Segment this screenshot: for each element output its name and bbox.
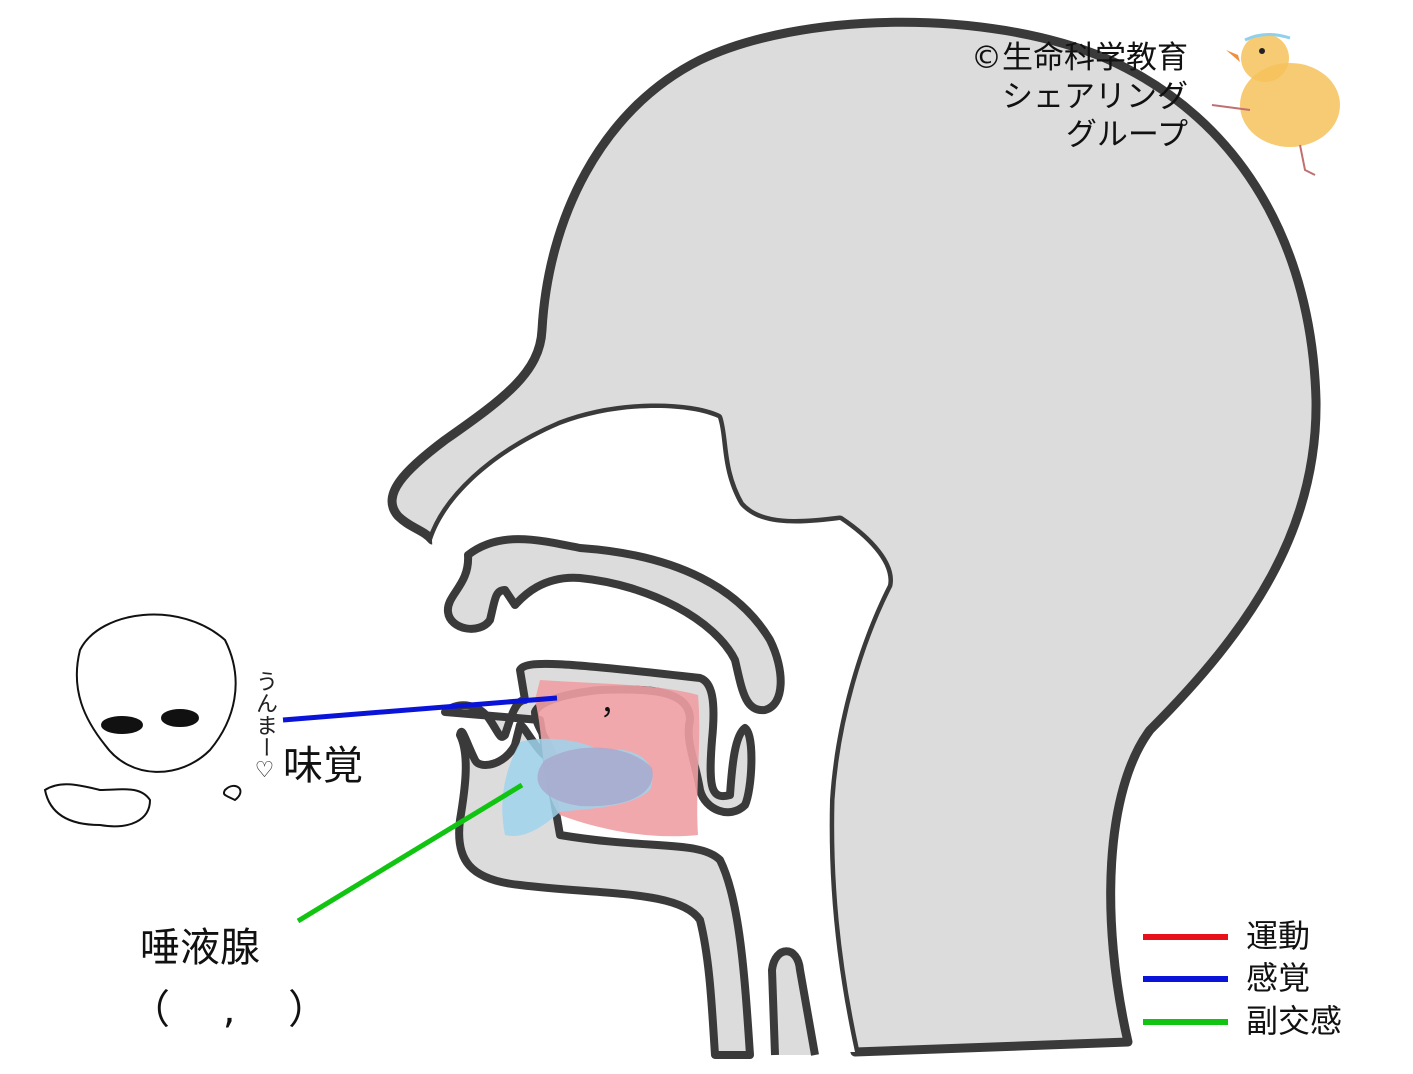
tongue-answer-mark: ， xyxy=(600,687,630,722)
copyright-line-2: シェアリング xyxy=(1002,79,1188,115)
salivary-gland-label: 唾液腺 xyxy=(140,925,260,971)
palate xyxy=(443,535,785,715)
chick-illustration xyxy=(1211,33,1340,176)
legend-parasympathetic: 副交感 xyxy=(1246,1002,1343,1040)
legend-motor: 運動 xyxy=(1246,917,1311,955)
trachea xyxy=(767,947,819,1056)
taste-pointer-line xyxy=(282,695,558,723)
salivary-pointer-line xyxy=(296,782,524,924)
copyright-line-3: グループ xyxy=(1065,117,1188,153)
overlap-region xyxy=(537,747,653,807)
copyright-line-1: ©生命科学教育 xyxy=(971,40,1188,76)
boy-illustration xyxy=(43,613,242,828)
taste-label: 味覚 xyxy=(283,743,363,789)
legend-sensory: 感覚 xyxy=(1246,959,1311,997)
illustration-exclamation: うんまー♡ xyxy=(252,670,277,783)
salivary-answer-blank: （ , ） xyxy=(130,987,329,1033)
